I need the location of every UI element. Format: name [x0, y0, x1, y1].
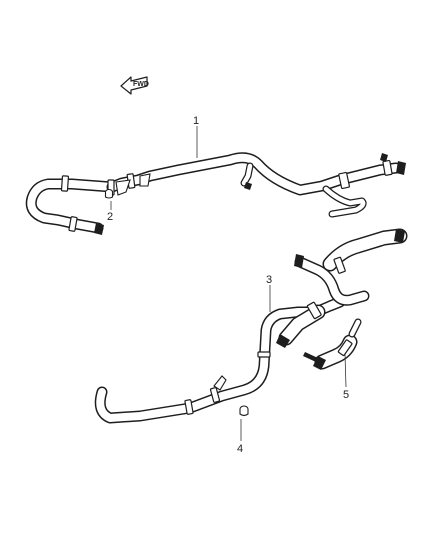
forward-arrow-icon: FWD	[120, 76, 149, 95]
heater-hose-assembly-lower	[94, 228, 408, 424]
hose-part-5	[303, 318, 362, 370]
callout-4: 4	[237, 443, 243, 455]
fwd-label: FWD	[133, 81, 149, 88]
fitting-part-2	[104, 188, 114, 199]
heater-hose-assembly-upper	[25, 152, 406, 235]
callout-5: 5	[343, 389, 349, 401]
fitting-part-4	[239, 405, 249, 417]
callout-3: 3	[266, 274, 272, 286]
callout-2: 2	[107, 211, 113, 223]
callout-5-leader	[344, 353, 347, 388]
callout-1: 1	[193, 115, 199, 127]
